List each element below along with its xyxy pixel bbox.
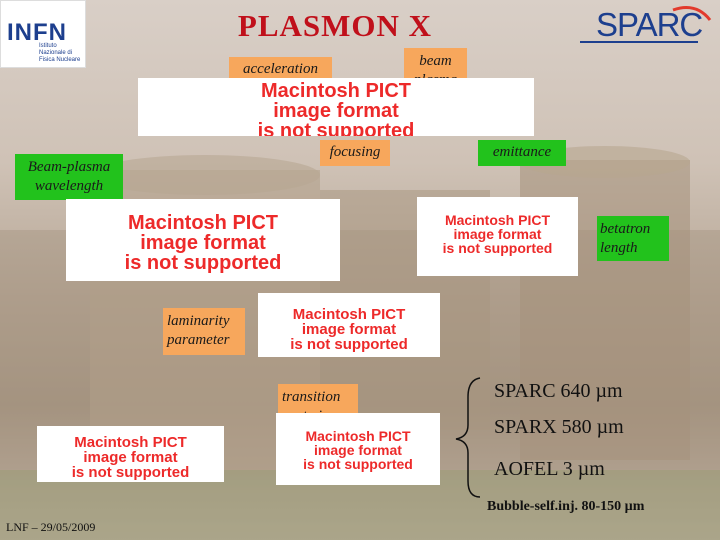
pict-line-2: image format bbox=[453, 226, 542, 242]
pict-line-1: Macintosh PICT bbox=[74, 434, 187, 451]
sparc-logo-text: SPARC bbox=[596, 6, 703, 43]
label-laminarity-parameter: laminarity parameter bbox=[163, 308, 245, 355]
pict-line-2: image format bbox=[140, 232, 266, 254]
label-focusing: focusing bbox=[320, 140, 390, 166]
pict-placeholder-5: Macintosh PICT image format is not suppo… bbox=[276, 413, 440, 485]
sparc-logo-swoosh bbox=[580, 6, 712, 43]
pict-placeholder-6: Macintosh PICT image format is not suppo… bbox=[37, 426, 224, 482]
pict-line-3: is not supported bbox=[257, 120, 415, 136]
label-emittance: emittance bbox=[478, 140, 566, 166]
label-beam-plasma-wavelength: Beam-plasma wavelength bbox=[15, 154, 123, 200]
pict-line-3: is not supported bbox=[303, 456, 413, 472]
result-sparx: SPARX 580 µm bbox=[494, 416, 624, 438]
pict-line-3: is not supported bbox=[124, 252, 282, 274]
curly-brace bbox=[455, 377, 481, 498]
infn-logo-text: INFN bbox=[7, 19, 67, 46]
result-aofel: AOFEL 3 µm bbox=[494, 458, 605, 480]
pict-line-3: is not supported bbox=[442, 240, 553, 256]
result-bubble: Bubble-self.inj. 80-150 µm bbox=[487, 499, 645, 514]
pict-line-2: image format bbox=[83, 449, 178, 466]
pict-line-3: is not supported bbox=[290, 336, 408, 353]
infn-logo-subtitle: Istituto Nazionale di Fisica Nucleare bbox=[39, 43, 81, 63]
pict-line-1: Macintosh PICT bbox=[127, 212, 278, 234]
pict-placeholder-2: Macintosh PICT image format is not suppo… bbox=[66, 199, 340, 281]
footer-date: LNF – 29/05/2009 bbox=[6, 520, 96, 534]
pict-line-1: Macintosh PICT bbox=[292, 306, 406, 323]
pict-placeholder-3: Macintosh PICT image format is not suppo… bbox=[417, 197, 578, 276]
pict-line-2: image format bbox=[301, 321, 397, 338]
pict-line-1: Macintosh PICT bbox=[260, 80, 411, 102]
sparc-logo: SPARC bbox=[578, 4, 716, 44]
label-betatron-length: betatron length bbox=[597, 216, 669, 261]
infn-logo: INFN Istituto Nazionale di Fisica Nuclea… bbox=[0, 0, 86, 68]
pict-line-3: is not supported bbox=[71, 464, 190, 481]
page-title: PLASMON X bbox=[237, 8, 433, 43]
pict-placeholder-4: Macintosh PICT image format is not suppo… bbox=[258, 293, 440, 357]
pict-line-2: image format bbox=[273, 100, 399, 122]
pict-line-1: Macintosh PICT bbox=[444, 212, 550, 228]
pict-placeholder-1: Macintosh PICT image format is not suppo… bbox=[138, 78, 534, 136]
pict-line-2: image format bbox=[314, 442, 402, 458]
pict-line-1: Macintosh PICT bbox=[305, 428, 411, 444]
result-sparc: SPARC 640 µm bbox=[494, 380, 623, 402]
